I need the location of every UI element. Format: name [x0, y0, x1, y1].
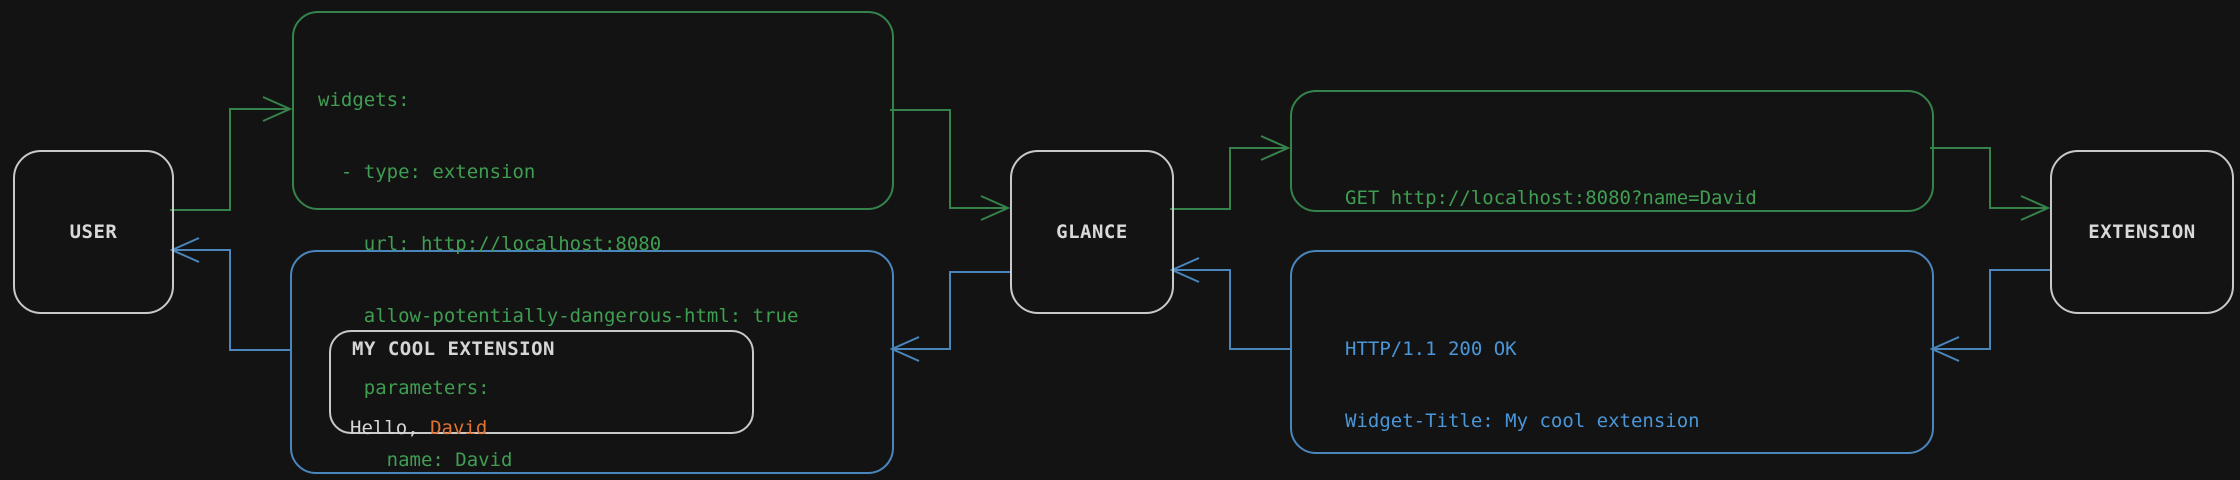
- config-line: - type: extension: [318, 161, 536, 183]
- widget-greeting-line: Hello, David: [350, 416, 487, 440]
- node-extension-label: EXTENSION: [2088, 221, 2196, 243]
- http-response-code: HTTP/1.1 200 OK Widget-Title: My cool ex…: [1345, 289, 1883, 480]
- response-line: HTTP/1.1 200 OK: [1345, 338, 1517, 360]
- response-line: Widget-Title: My cool extension: [1345, 410, 1700, 432]
- config-yaml-code: widgets: - type: extension url: http://l…: [318, 40, 798, 480]
- config-line: url: http://localhost:8080: [318, 233, 662, 255]
- greeting-name: David: [430, 417, 488, 439]
- arrow-config-to-glance: [890, 109, 1011, 221]
- node-extension: EXTENSION: [2050, 150, 2234, 314]
- arrow-glance-to-widget: [889, 271, 1010, 362]
- widget-greeting: Hello, David: [350, 368, 487, 480]
- http-request-box: [1290, 90, 1934, 212]
- config-line: allow-potentially-dangerous-html: true: [318, 305, 799, 327]
- http-response-box: [1290, 250, 1934, 454]
- node-glance: GLANCE: [1010, 150, 1174, 314]
- arrow-widget-to-user: [169, 237, 290, 351]
- config-line: parameters:: [318, 377, 490, 399]
- arrow-user-to-config: [170, 96, 293, 211]
- widget-title-text: MY COOL EXTENSION: [352, 338, 555, 360]
- config-line: widgets:: [318, 89, 410, 111]
- node-user-label: USER: [69, 221, 118, 243]
- config-yaml-box: [292, 11, 894, 210]
- node-glance-label: GLANCE: [1056, 221, 1128, 243]
- arrow-extension-to-response: [1929, 269, 2050, 362]
- widget-content-frame: [329, 330, 754, 434]
- greeting-prefix: Hello,: [350, 417, 431, 439]
- node-user: USER: [13, 150, 174, 314]
- arrow-glance-to-request: [1170, 135, 1291, 210]
- request-line: GET http://localhost:8080?name=David: [1345, 187, 1757, 209]
- rendered-widget-box: [290, 250, 894, 474]
- http-request-code: GET http://localhost:8080?name=David: [1345, 138, 1757, 258]
- widget-title: MY COOL EXTENSION: [352, 289, 555, 409]
- arrow-request-to-extension: [1930, 147, 2051, 221]
- arrow-response-to-glance: [1169, 257, 1290, 350]
- config-line: name: David: [318, 449, 513, 471]
